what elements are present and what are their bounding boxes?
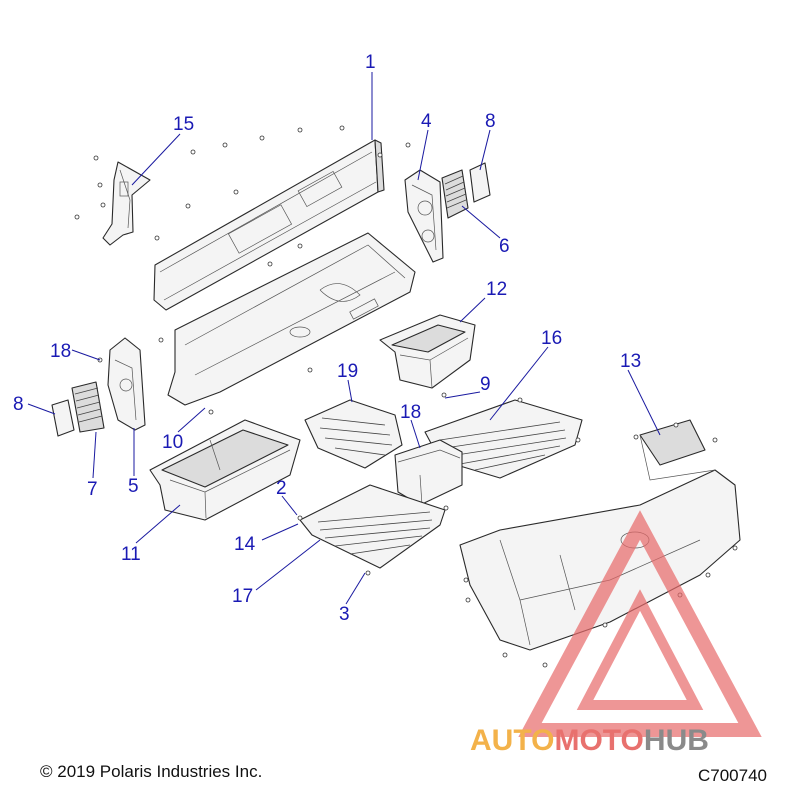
part-7-left-vent-grille [71,381,105,433]
watermark-moto: MOTO [554,724,643,757]
part-16-grille-pattern [439,421,567,471]
callout-14: 14 [234,534,256,555]
part-8-left-filter-sheet [51,399,75,437]
diagram-code: C700740 [698,766,768,785]
fasteners [74,125,738,668]
part-5-left-side-plate [107,337,146,431]
part-4-right-side-plate [404,169,444,263]
part-11-large-storage-bin [149,419,301,521]
watermark-auto: AUTO [470,724,554,757]
callout-5: 5 [128,476,139,497]
callout-numbers: 1 15 4 8 6 12 16 13 19 9 18 18 8 10 7 5 … [13,52,641,625]
part-16-right-floor-panel [424,399,583,479]
callout-3: 3 [339,604,350,625]
watermark-logo: AUTOMOTOHUB [470,724,709,757]
part-18-center-bracket [394,439,463,506]
part-8-right-filter-sheet [469,162,491,203]
callout-9: 9 [480,374,491,395]
part-13-rear-tub [459,419,741,651]
leader-lines [27,72,661,605]
callout-1: 1 [365,52,376,73]
part-17-left-floor-panel [299,484,446,569]
watermark-hub: HUB [644,724,709,757]
callout-6: 6 [499,236,510,257]
callout-4: 4 [421,111,432,132]
part-15-left-bracket [102,161,151,246]
callout-8-right: 8 [485,111,496,132]
callout-11: 11 [121,544,141,565]
callout-19: 19 [337,361,358,382]
callout-18-left: 18 [50,341,71,362]
callout-8-left: 8 [13,394,24,415]
part-1-rear-panel [153,139,385,311]
callout-7: 7 [87,479,98,500]
watermark-triangle [518,510,762,737]
part-6-right-vent-grille [441,169,469,219]
callout-15: 15 [173,114,194,135]
part-19-grille-pattern [319,417,393,456]
callout-17: 17 [232,586,253,607]
callout-18-center: 18 [400,402,421,423]
callout-2: 2 [276,478,287,499]
callout-13: 13 [620,351,641,372]
part-19-cover [304,399,403,469]
part-12-storage-bin [379,314,476,389]
copyright-notice: © 2019 Polaris Industries Inc. [40,762,263,781]
callout-10: 10 [162,432,183,453]
part-17-grille-pattern [317,511,433,555]
callout-16: 16 [541,328,562,349]
part-10-floor-tray [167,232,416,406]
callout-12: 12 [486,279,507,300]
